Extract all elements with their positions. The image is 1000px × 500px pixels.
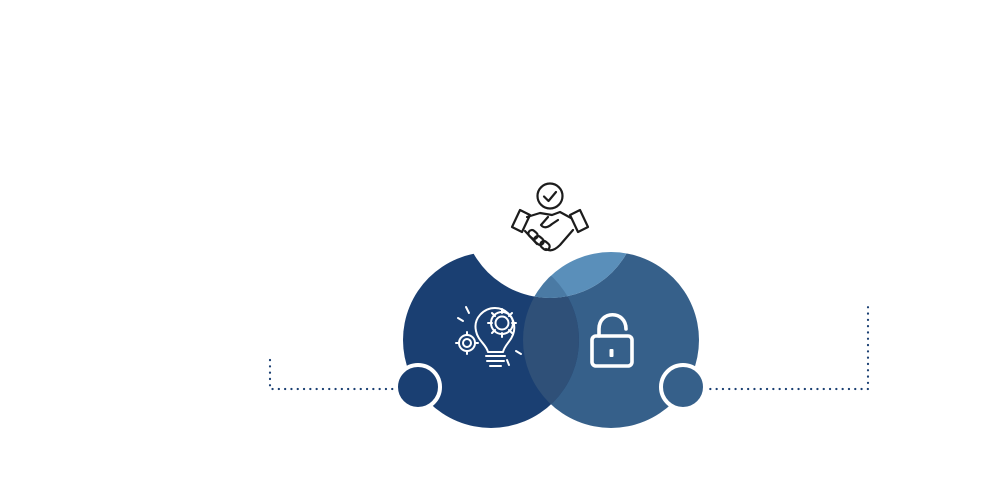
right-dotted-connector bbox=[702, 304, 870, 391]
left-dotted-connector bbox=[268, 358, 400, 391]
left-node bbox=[394, 363, 442, 411]
lightbulb-gears-icon bbox=[455, 306, 522, 367]
top-right-lens bbox=[523, 252, 638, 298]
triple-overlap bbox=[523, 252, 579, 298]
handshake-check-icon bbox=[510, 182, 590, 252]
unlocked-padlock-icon bbox=[590, 313, 634, 368]
right-node bbox=[659, 363, 707, 411]
